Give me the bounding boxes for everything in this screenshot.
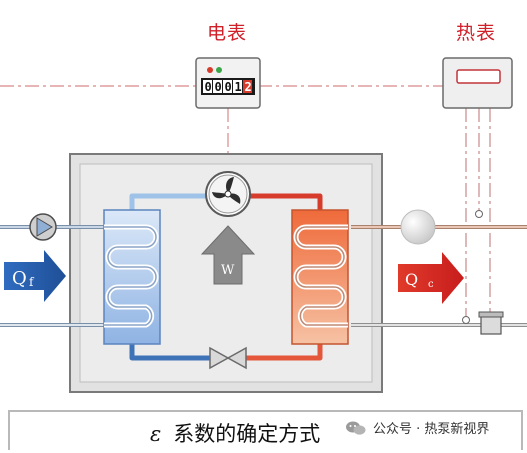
heat-output-subscript: c [428,279,434,290]
caption-symbol: ε [150,422,162,446]
meter-digits: 0 0 0 1 2 [203,80,252,94]
heat-source-arrow [4,250,66,302]
expansion-valve-icon [209,346,247,370]
meter-digit-5: 2 [245,80,252,94]
refrigerant-loop [129,193,323,361]
caption-box: ε 系数的确定方式 [8,410,523,450]
heat-meter-icon [442,57,513,109]
condenser [291,209,349,345]
heat-meter-lines [465,108,491,322]
heat-meter-label: 热表 [456,22,497,44]
meter-digit-2: 0 [215,80,222,94]
heat-source-symbol: Q [12,268,27,289]
flow-meter-unit-icon [478,311,504,335]
meter-digit-4: 1 [235,80,242,94]
flow-sensor-icon [400,209,436,245]
caption-text: 系数的确定方式 [173,422,321,446]
electric-meter-label: 电表 [207,22,248,44]
heat-source-subscript: f [29,275,35,289]
watermark: 公众号 · 热泵新视界 [345,418,489,437]
circulation-pump-icon [29,213,57,241]
heat-output-symbol: Q [405,270,418,289]
caption: ε 系数的确定方式 [150,418,320,448]
signal-lines [0,85,443,160]
sensor-nodes [462,210,483,324]
compressor-fan-icon [205,171,251,217]
meter-digit-1: 0 [205,80,212,94]
evaporator [103,209,161,345]
heat-output-arrow [398,252,464,304]
work-symbol: W [221,263,235,278]
meter-digit-3: 0 [225,80,232,94]
watermark-text: 公众号 · 热泵新视界 [373,422,490,437]
wechat-icon [346,421,366,435]
work-input-arrow [200,225,256,285]
